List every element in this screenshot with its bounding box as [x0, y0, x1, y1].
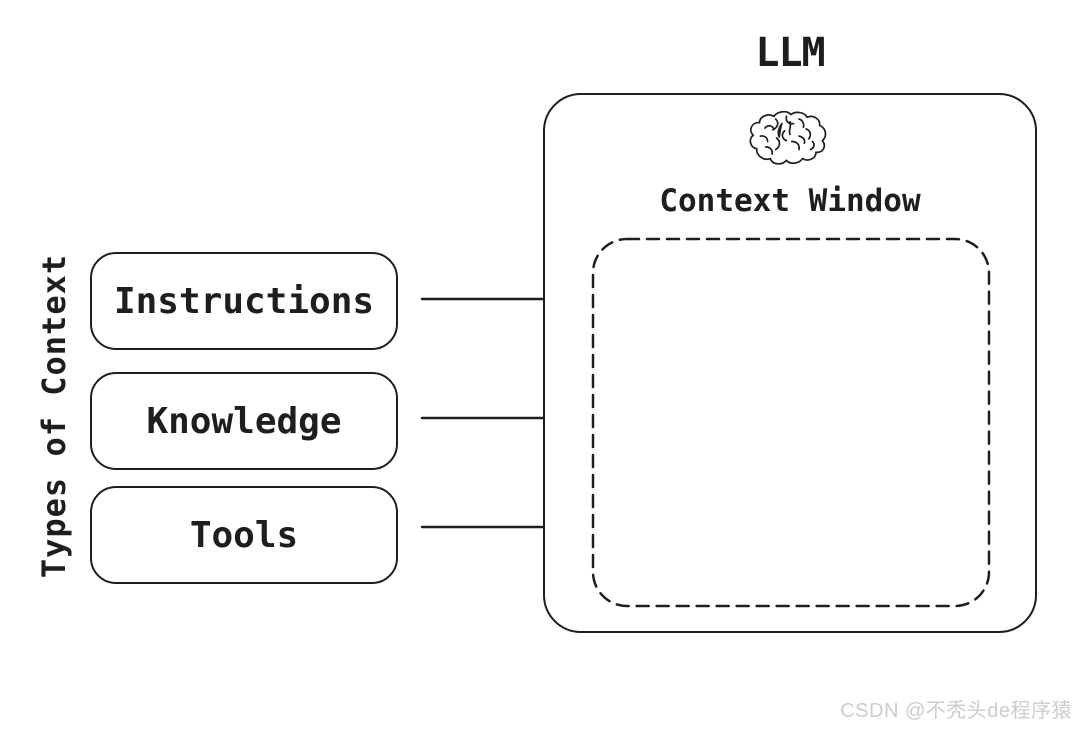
- context-window-label: Context Window: [659, 183, 921, 219]
- llm-title: LLM: [755, 30, 825, 76]
- source-box-tools: Tools: [90, 486, 398, 584]
- source-box-knowledge: Knowledge: [90, 372, 398, 470]
- context-window-dashed-box: [591, 237, 993, 610]
- watermark: CSDN @不秃头de程序猿: [840, 700, 1072, 722]
- types-of-context-label: Types of Context: [35, 253, 73, 579]
- brain-icon: [745, 110, 835, 176]
- source-box-label: Tools: [189, 514, 299, 556]
- source-box-label: Knowledge: [146, 400, 342, 442]
- source-box-instructions: Instructions: [90, 252, 398, 350]
- llm-box: Context Window: [543, 93, 1037, 633]
- source-box-label: Instructions: [113, 280, 375, 322]
